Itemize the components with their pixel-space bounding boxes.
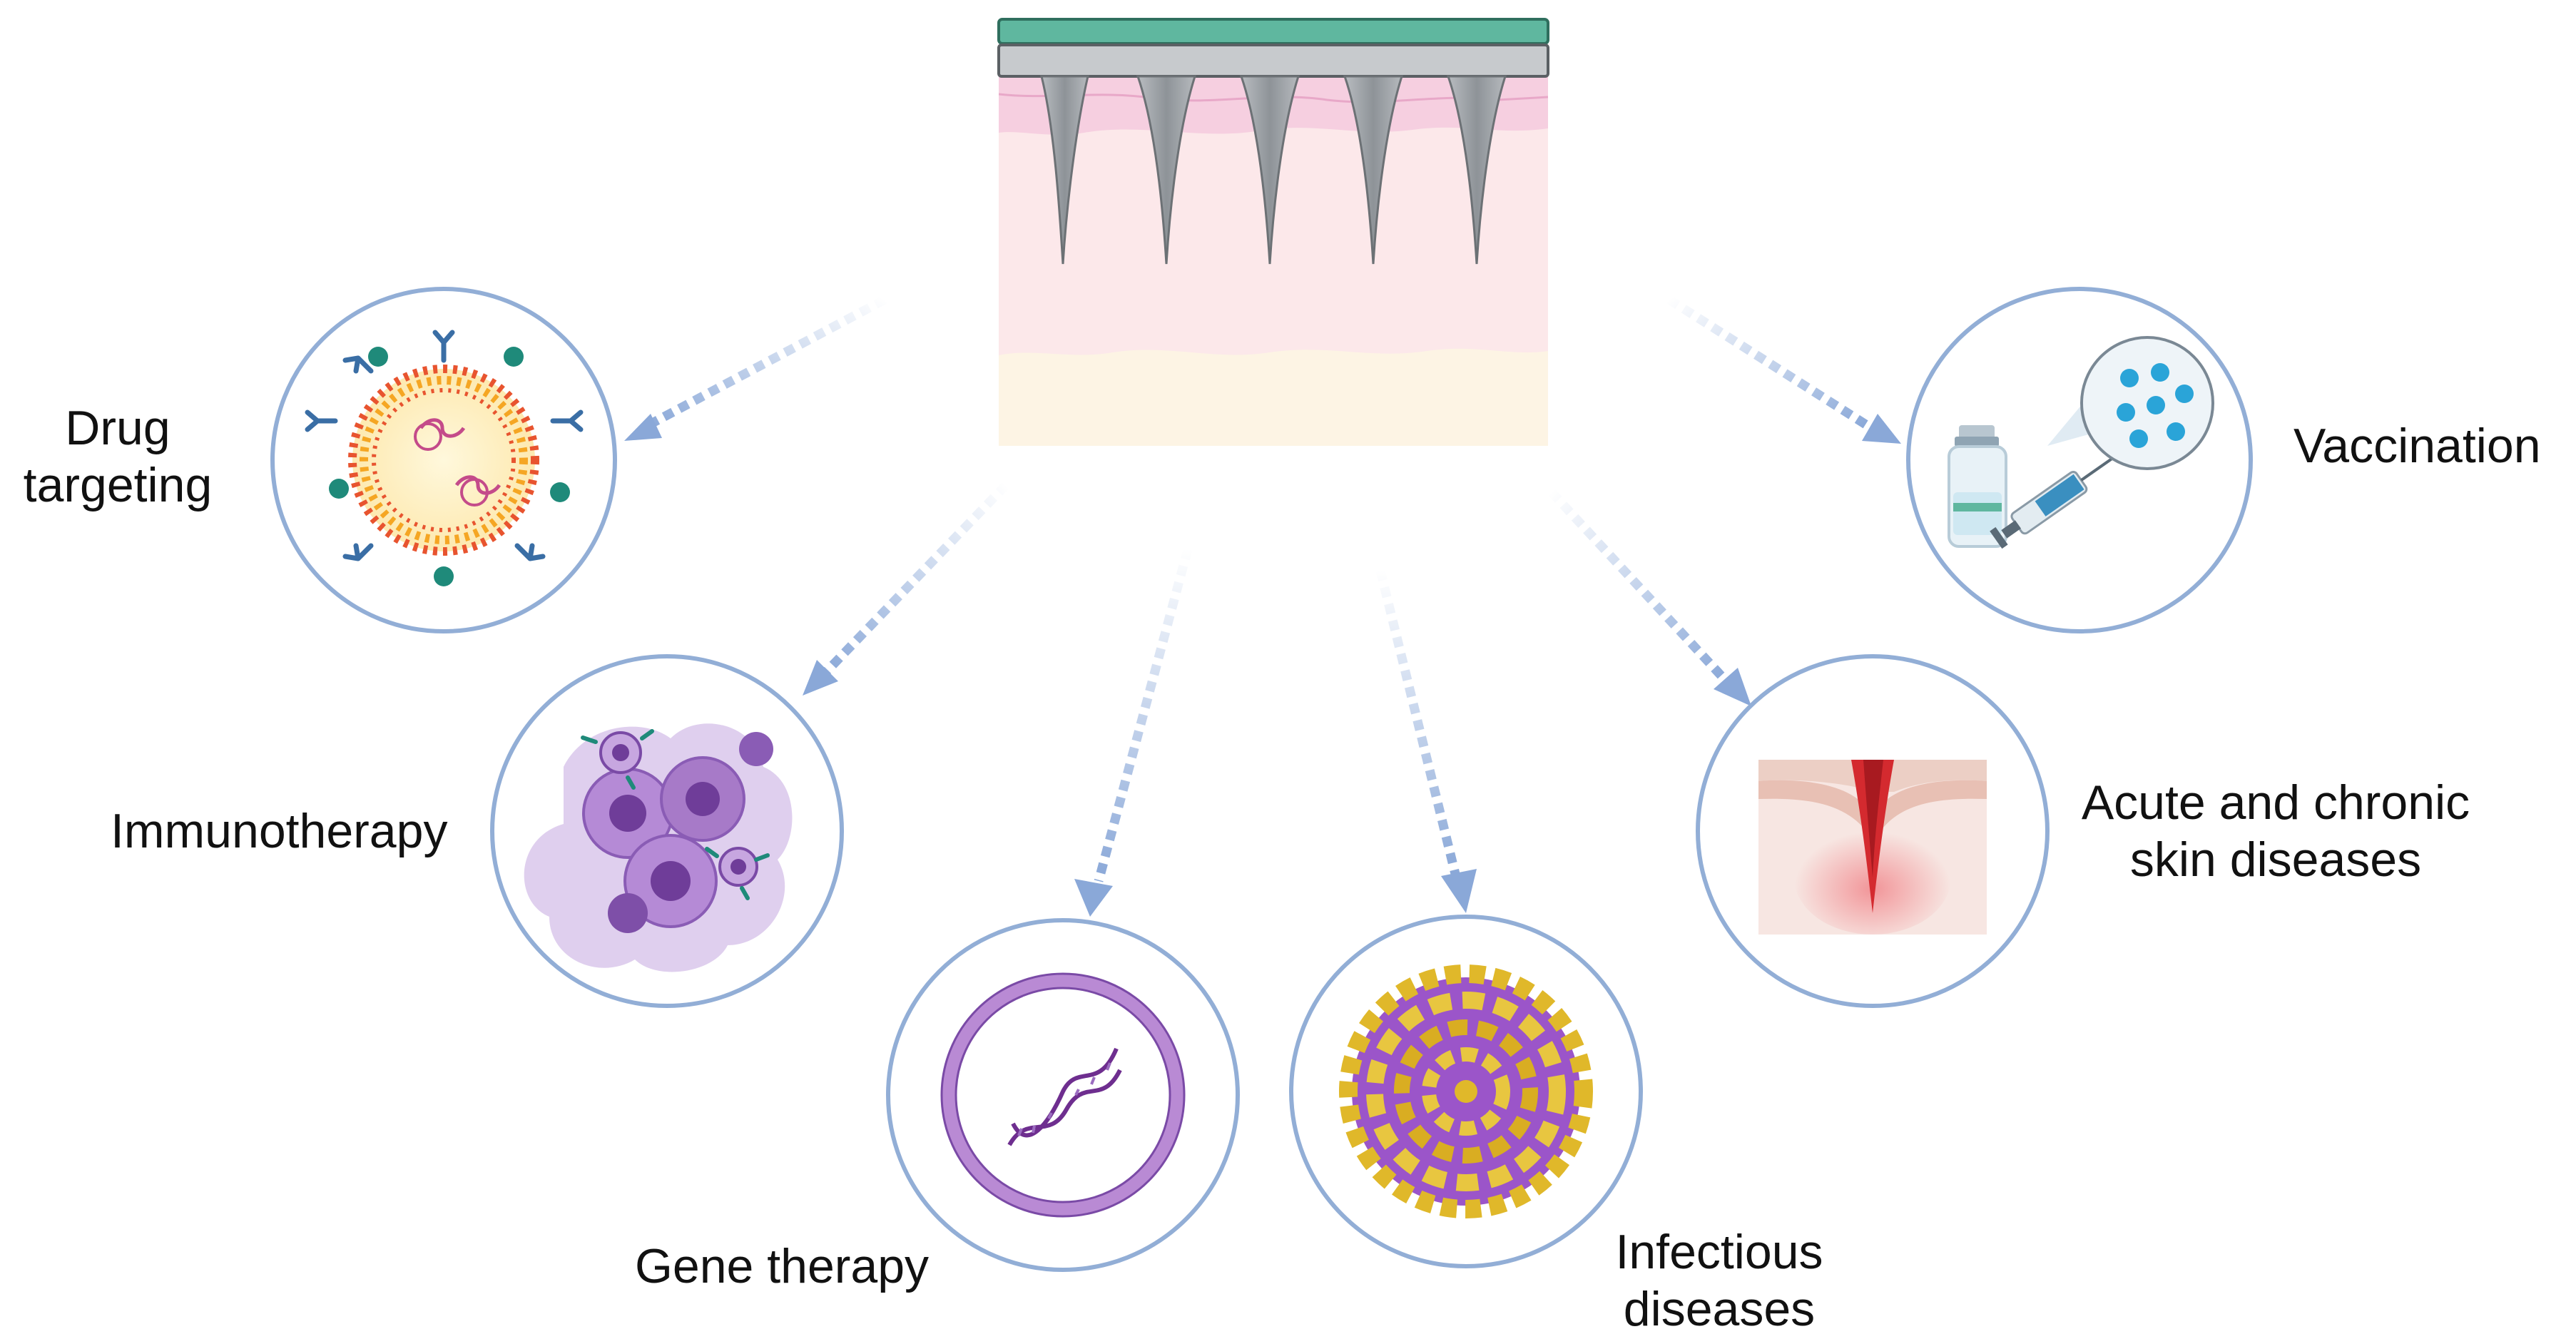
skin-wound-icon bbox=[1758, 760, 1987, 935]
arrow-to-drug-targeting bbox=[624, 295, 887, 441]
dna-icon bbox=[940, 972, 1186, 1218]
microneedle-array bbox=[1040, 75, 1507, 265]
label-infectious-diseases-line1: Infectious bbox=[1615, 1225, 1823, 1279]
arrow-to-skin-diseases bbox=[1548, 489, 1751, 706]
node-infectious-diseases bbox=[1289, 915, 1643, 1268]
patch-base bbox=[997, 44, 1549, 78]
label-immunotherapy: Immunotherapy bbox=[111, 803, 447, 860]
liposome-icon bbox=[305, 330, 584, 586]
arrow-to-infectious-diseases bbox=[1375, 569, 1477, 913]
label-drug-targeting: Drug targeting bbox=[21, 399, 214, 514]
label-infectious-diseases-line2: diseases bbox=[1623, 1282, 1816, 1336]
label-vaccination: Vaccination bbox=[2294, 417, 2541, 474]
immune-cells-icon bbox=[524, 723, 793, 972]
label-drug-targeting-line2: targeting bbox=[23, 458, 213, 512]
label-immunotherapy-line1: Immunotherapy bbox=[111, 804, 448, 858]
node-skin-diseases bbox=[1696, 654, 2050, 1008]
microneedle-patch bbox=[997, 18, 1549, 446]
virus-icon bbox=[1339, 964, 1593, 1218]
vaccine-syringe-icon bbox=[1948, 336, 2214, 549]
hypodermis-layer bbox=[999, 348, 1548, 446]
node-gene-therapy bbox=[886, 918, 1240, 1272]
label-gene-therapy: Gene therapy bbox=[635, 1238, 929, 1295]
label-infectious-diseases: Infectious diseases bbox=[1602, 1223, 1837, 1338]
label-drug-targeting-line1: Drug bbox=[65, 401, 170, 455]
label-skin-diseases-line1: Acute and chronic bbox=[2081, 775, 2470, 830]
arrow-to-immunotherapy bbox=[803, 482, 1009, 696]
label-skin-diseases-line2: skin diseases bbox=[2129, 833, 2422, 887]
node-drug-targeting bbox=[270, 287, 617, 633]
label-vaccination-line1: Vaccination bbox=[2294, 419, 2541, 473]
arrow-to-vaccination bbox=[1666, 295, 1901, 444]
arrow-to-gene-therapy bbox=[1074, 548, 1193, 917]
arrows bbox=[624, 295, 1901, 917]
node-immunotherapy bbox=[490, 654, 844, 1008]
patch-backing bbox=[997, 18, 1549, 45]
label-skin-diseases: Acute and chronic skin diseases bbox=[2055, 774, 2497, 888]
label-gene-therapy-line1: Gene therapy bbox=[635, 1239, 930, 1293]
node-vaccination bbox=[1906, 287, 2253, 633]
